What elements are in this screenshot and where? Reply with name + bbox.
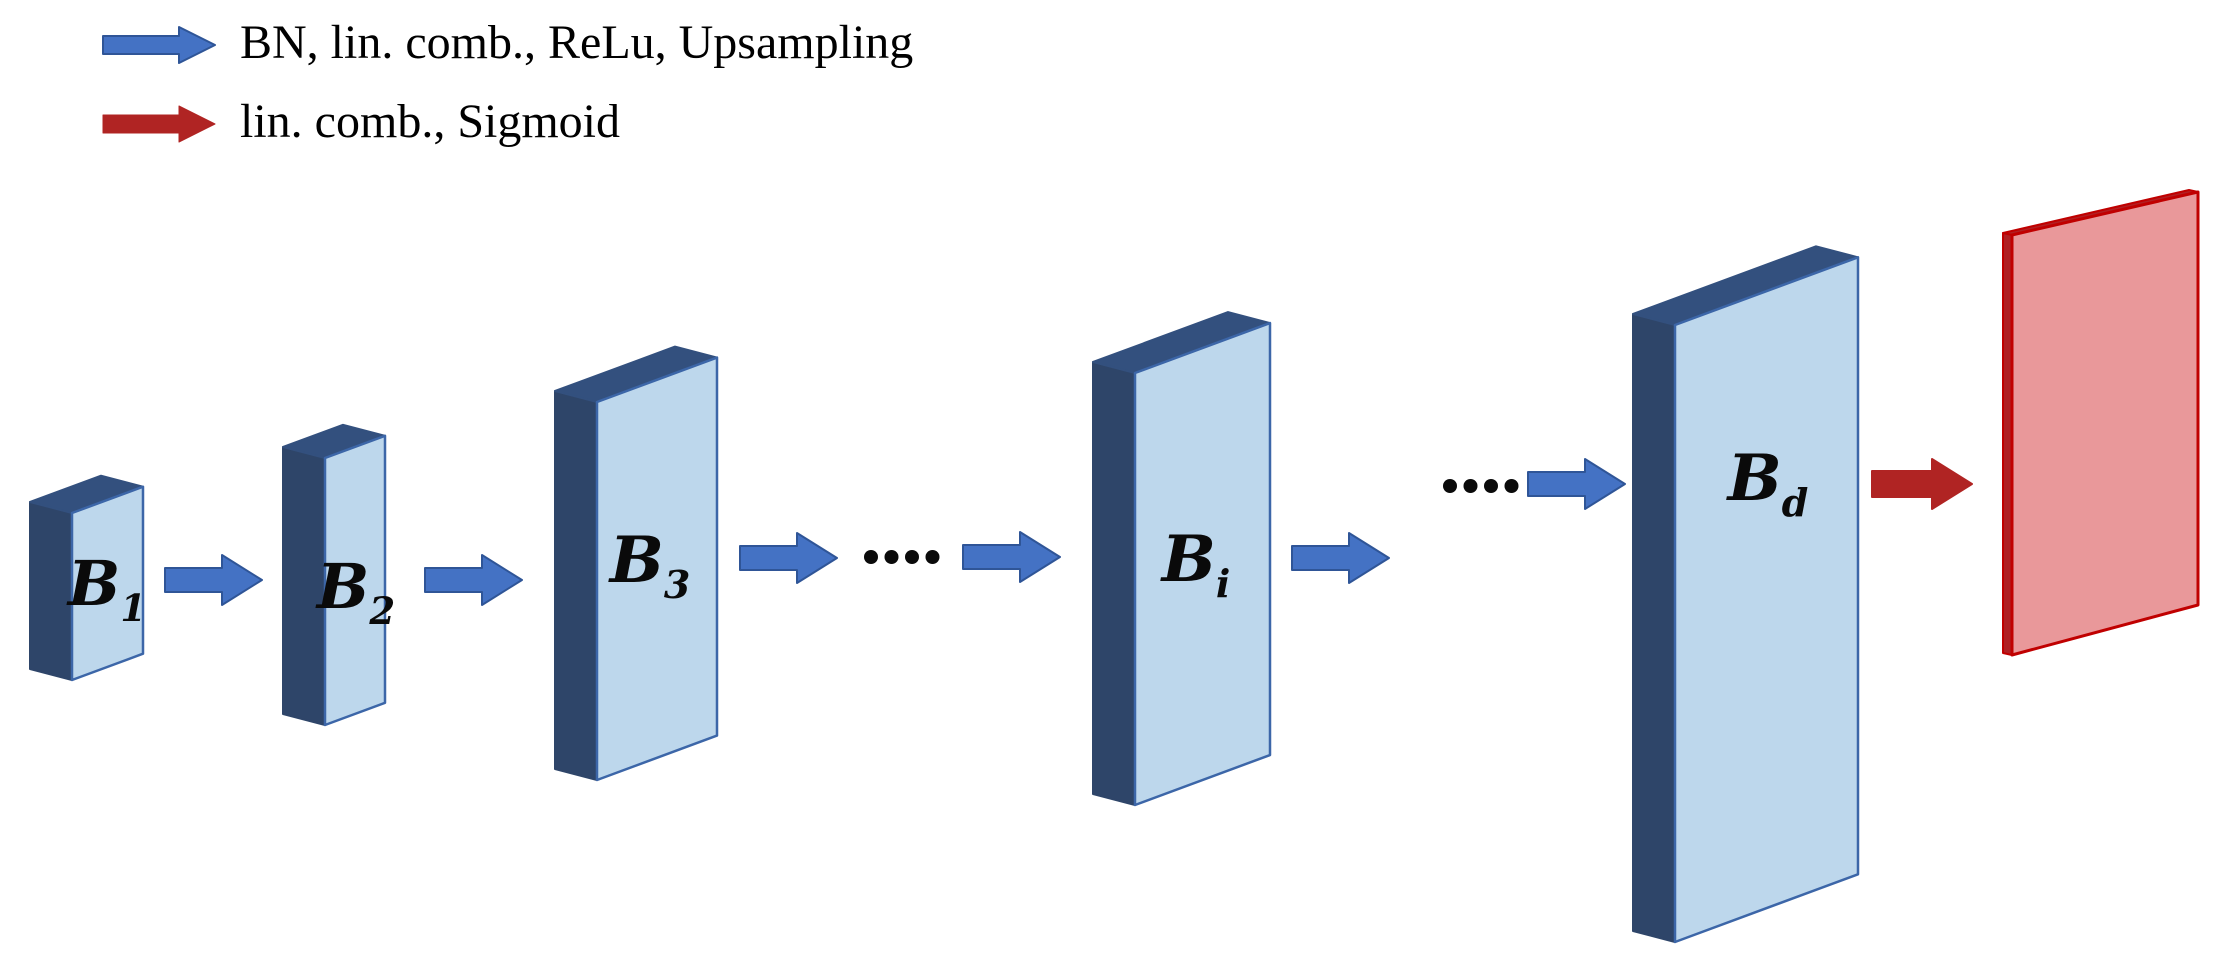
ellipsis-dot	[1443, 479, 1457, 493]
ellipsis-dot	[905, 550, 919, 564]
block-side-face	[1092, 361, 1136, 806]
block-front-face	[595, 356, 719, 782]
block-B1: B1	[29, 474, 146, 682]
ellipsis-dot	[925, 550, 940, 564]
arrow-ellipsis-bi	[962, 531, 1061, 583]
block-side-face	[1632, 313, 1676, 943]
output-plane-face	[2010, 190, 2200, 657]
ellipsis-dots-1	[864, 550, 940, 564]
arrow-ellipsis-bd	[1527, 458, 1626, 510]
legend-item-red-label: lin. comb., Sigmoid	[240, 95, 620, 148]
ellipsis-dot	[1504, 479, 1519, 493]
block-front-face	[70, 485, 145, 682]
arrow-b2-b3	[424, 554, 523, 606]
arrow-b3-ellipsis	[739, 532, 838, 584]
block-side-face	[554, 390, 598, 781]
legend-item-blue-label: BN, lin. comb., ReLu, Upsampling	[240, 16, 913, 69]
block-label-Bi: Bi	[1160, 522, 1231, 606]
ellipsis-dot	[1484, 479, 1498, 493]
ellipsis-dot	[884, 550, 899, 564]
block-B3: B3	[554, 345, 719, 782]
block-front-face	[1673, 256, 1860, 944]
arrow-b1-b2	[164, 554, 263, 606]
block-Bi: Bi	[1092, 311, 1272, 807]
block-B2: B2	[282, 423, 395, 727]
arrow-bd-output	[1871, 458, 1973, 510]
output-plane	[2002, 189, 2200, 657]
legend: BN, lin. comb., ReLu, Upsampling lin. co…	[102, 16, 913, 148]
block-Bd: Bd	[1632, 245, 1860, 944]
block-front-face	[1133, 321, 1272, 807]
block-chain: B1 B2 B3 Bi Bd	[29, 189, 2200, 944]
ellipsis-dot	[1463, 479, 1478, 493]
arrow-bi-ellipsis	[1291, 532, 1390, 584]
ellipsis-dots-2	[1443, 479, 1519, 493]
legend-blue-arrow-icon	[102, 26, 216, 64]
ellipsis-dot	[864, 550, 878, 564]
legend-red-arrow-icon	[102, 105, 216, 143]
block-front-face	[323, 434, 387, 727]
block-side-face	[29, 501, 73, 681]
